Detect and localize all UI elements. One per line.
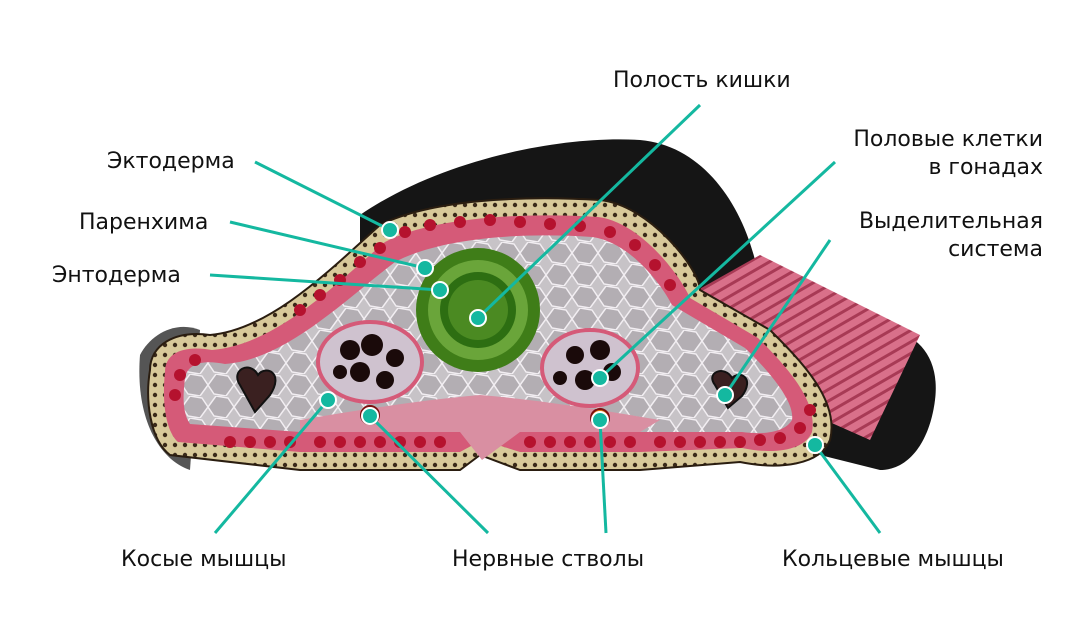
label-parenchyma: Паренхима (79, 210, 209, 235)
label-excretory-1: Выделительная (858, 209, 1043, 234)
ventral-tissue (300, 395, 660, 460)
gonad-right (540, 328, 640, 408)
pointer-dots (319, 221, 824, 454)
label-ectoderm: Эктодерма (107, 149, 235, 174)
label-ring-muscles: Кольцевые мышцы (782, 547, 1004, 572)
muscle-dots (169, 214, 816, 448)
gonad-left (316, 320, 424, 404)
label-excretory-2: система (948, 237, 1043, 262)
label-gut-cavity: Полость кишки (613, 68, 791, 93)
label-germ-cells-1: Половые клетки (853, 127, 1043, 152)
label-endoderm: Энтодерма (52, 263, 181, 288)
pointer-lines (209, 103, 882, 535)
label-germ-cells-2: в гонадах (928, 155, 1043, 180)
label-oblique-muscles: Косые мышцы (121, 547, 287, 572)
label-nerve-trunks: Нервные стволы (452, 547, 645, 572)
excretory-left (236, 366, 277, 414)
muscle-block (680, 255, 920, 440)
